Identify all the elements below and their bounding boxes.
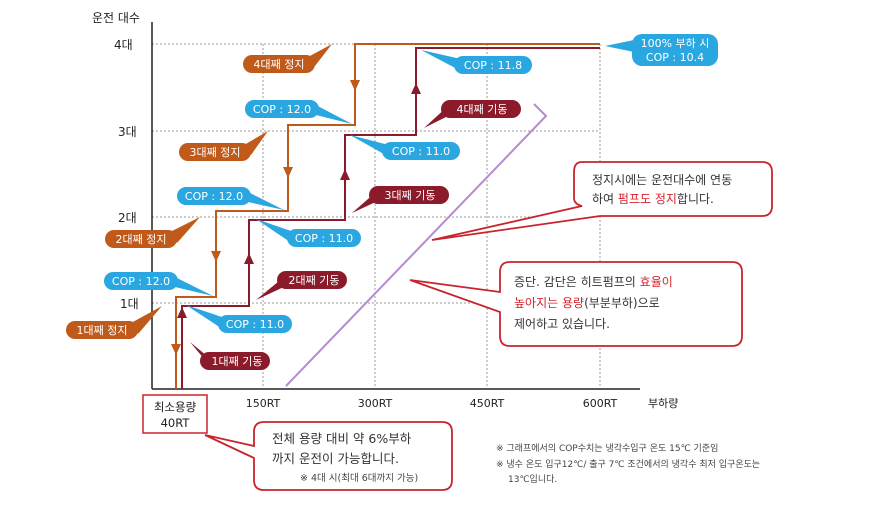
stop-arrowheads xyxy=(171,80,360,355)
cop-label-full-load: 100% 부하 시 COP : 10.4 xyxy=(605,34,718,66)
stop-label-4-text: 4대째 정지 xyxy=(254,58,305,71)
start-arrow-2 xyxy=(244,253,254,264)
start-label-1-text: 1대째 기동 xyxy=(212,355,263,368)
cop-label-12-low: COP : 12.0 xyxy=(104,272,213,296)
stop-step-line xyxy=(175,43,600,389)
callout-min-line3: ※ 4대 시(최대 6대까지 가능) xyxy=(300,473,418,484)
start-arrow-3 xyxy=(340,169,350,180)
axes xyxy=(151,22,640,390)
y-tick-1: 1대 xyxy=(120,297,139,311)
stop-label-3: 3대째 정지 xyxy=(179,131,268,161)
cop-label-12-mid: COP : 12.0 xyxy=(177,187,284,210)
x-tick-300: 300RT xyxy=(358,397,393,410)
cop-label-11-mid-text: COP : 11.0 xyxy=(295,232,353,245)
stop-label-2-text: 2대째 정지 xyxy=(116,233,167,246)
callout-min-line2: 까지 운전이 가능합니다. xyxy=(272,451,399,466)
start-arrow-4 xyxy=(411,83,421,94)
callout-stop-pumps: 정지시에는 운전대수에 연동 하여 펌프도 정지합니다. xyxy=(431,161,773,241)
callout-stop-highlight: 펌프도 정지 xyxy=(618,192,677,206)
stop-arrow-1 xyxy=(171,344,181,355)
y-tick-4: 4대 xyxy=(114,38,133,52)
cop-label-11-top: COP : 11.0 xyxy=(350,135,460,160)
stop-label-2: 2대째 정지 xyxy=(105,217,200,248)
stop-arrow-4 xyxy=(350,80,360,91)
stop-arrow-2 xyxy=(211,251,221,262)
callout-min-operation: 전체 용량 대비 약 6%부하 까지 운전이 가능합니다. ※ 4대 시(최대 … xyxy=(204,421,453,491)
callout-staging-line1: 증단. 감단은 히트펌프의 효율이 xyxy=(514,275,673,289)
y-tick-3: 3대 xyxy=(118,125,137,139)
stop-label-4: 4대째 정지 xyxy=(243,44,332,73)
full-load-line1: 100% 부하 시 xyxy=(641,36,710,50)
callout-staging: 증단. 감단은 히트펌프의 효율이 높아지는 용량(부분부하)으로 제어하고 있… xyxy=(409,261,743,347)
cop-label-11-low: COP : 11.0 xyxy=(186,305,292,333)
stop-label-3-text: 3대째 정지 xyxy=(190,146,241,159)
callout-stop-line1: 정지시에는 운전대수에 연동 xyxy=(592,173,732,187)
stop-label-1-text: 1대째 정지 xyxy=(77,324,128,337)
min-capacity-label: 최소용량 xyxy=(154,400,197,414)
footnote-3: 13℃입니다. xyxy=(508,473,557,485)
cop-label-11-top-text: COP : 11.0 xyxy=(392,145,450,158)
cop-label-12-top: COP : 12.0 xyxy=(245,100,352,124)
min-capacity-value: 40RT xyxy=(161,416,191,430)
efficiency-diagonal xyxy=(285,103,548,387)
cop-label-118: COP : 11.8 xyxy=(421,50,532,74)
full-load-line2: COP : 10.4 xyxy=(646,51,704,64)
callout-stop-line2: 하여 펌프도 정지합니다. xyxy=(592,192,714,206)
start-arrowheads xyxy=(177,83,421,318)
cop-label-11-low-text: COP : 11.0 xyxy=(226,318,284,331)
start-label-4-text: 4대째 기동 xyxy=(457,103,508,116)
start-label-2-text: 2대째 기동 xyxy=(289,274,340,287)
start-label-4: 4대째 기동 xyxy=(424,100,521,128)
cop-label-11-mid: COP : 11.0 xyxy=(256,219,361,247)
x-tick-600: 600RT xyxy=(583,397,618,410)
callout-staging-highlight-1: 효율이 xyxy=(640,275,673,289)
start-step-line xyxy=(181,47,600,389)
start-label-1: 1대째 기동 xyxy=(190,342,270,370)
cop-label-12-low-text: COP : 12.0 xyxy=(112,275,170,288)
start-label-2: 2대째 기동 xyxy=(256,271,347,300)
min-capacity-box: 최소용량 40RT xyxy=(142,394,208,434)
y-axis-title: 운전 대수 xyxy=(92,11,140,25)
callout-staging-line2: 높아지는 용량(부분부하)으로 xyxy=(514,296,660,310)
x-tick-450: 450RT xyxy=(470,397,505,410)
cop-label-12-mid-text: COP : 12.0 xyxy=(185,190,243,203)
callout-min-line1: 전체 용량 대비 약 6%부하 xyxy=(272,431,412,446)
cop-label-12-top-text: COP : 12.0 xyxy=(253,103,311,116)
stop-arrow-3 xyxy=(283,167,293,178)
footnote-1: ※ 그래프에서의 COP수치는 냉각수입구 온도 15℃ 기준임 xyxy=(496,442,718,454)
start-label-3: 3대째 기동 xyxy=(352,186,449,213)
callout-staging-line3: 제어하고 있습니다. xyxy=(514,317,610,331)
stop-label-1: 1대째 정지 xyxy=(66,306,162,339)
start-arrow-1 xyxy=(177,307,187,318)
callout-staging-highlight-2: 높아지는 용량 xyxy=(514,296,584,310)
footnote-2: ※ 냉수 온도 입구12℃/ 출구 7℃ 조건에서의 냉각수 최저 입구온도는 xyxy=(496,458,760,470)
start-label-3-text: 3대째 기동 xyxy=(385,189,436,202)
y-tick-2: 2대 xyxy=(118,211,137,225)
x-tick-150: 150RT xyxy=(246,397,281,410)
cop-label-118-text: COP : 11.8 xyxy=(464,59,522,72)
x-axis-title: 부하량 xyxy=(648,396,678,410)
